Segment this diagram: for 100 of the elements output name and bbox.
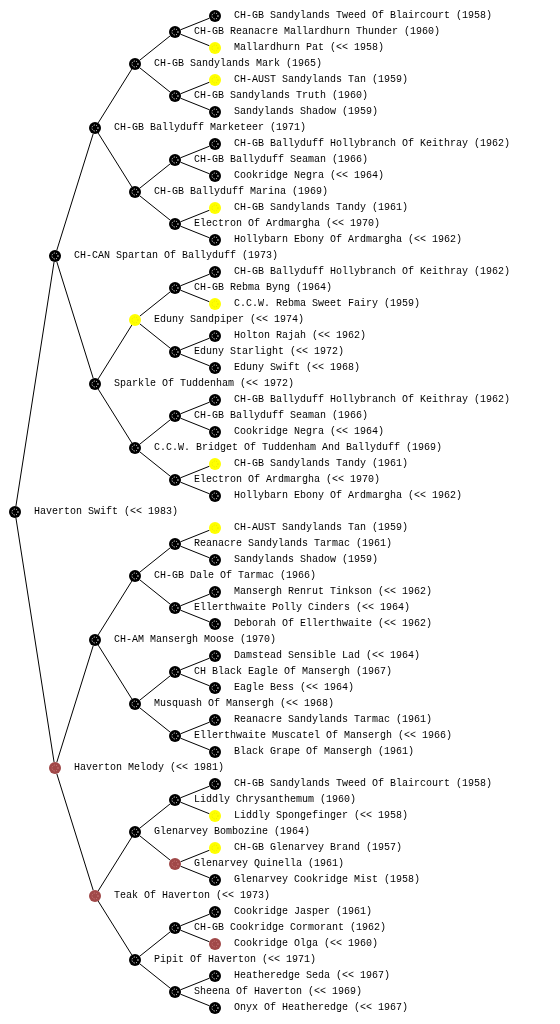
connector-line: [180, 609, 210, 623]
dog-name: CH-GB Ballyduff Hollybranch Of Keithray (1962): [234, 266, 511, 278]
dog-name: Glenarvey Bombozine (1964): [154, 826, 311, 838]
dog-name: Electron Of Ardmargha (<< 1970): [194, 218, 381, 230]
connector-line: [180, 801, 210, 815]
connector-line: [97, 388, 133, 444]
dog-name: C.C.W. Bridget Of Tuddenham And Ballyduff (1969): [154, 442, 443, 454]
dog-name: Reanacre Sandylands Tarmac (1961): [234, 714, 433, 726]
connector-line: [139, 451, 171, 477]
dog-name: Cookridge Negra (<< 1964): [234, 426, 385, 438]
dog-name: CH-GB Cookridge Cormorant (1962): [194, 922, 387, 934]
connector-line: [56, 261, 94, 379]
dog-name: CH-GB Rebma Byng (1964): [194, 282, 333, 294]
connector-line: [15, 261, 55, 507]
dog-name: CH-GB Ballyduff Hollybranch Of Keithray (1962): [234, 394, 511, 406]
connector-line: [139, 547, 171, 573]
connector-line: [180, 865, 210, 879]
connector-line: [97, 580, 133, 636]
dog-name: Electron Of Ardmargha (<< 1970): [194, 474, 381, 486]
connector-line: [97, 68, 133, 124]
dog-name: CH-GB Sandylands Tandy (1961): [234, 202, 409, 214]
dog-name: Sandylands Shadow (1959): [234, 106, 379, 118]
connector-line: [180, 481, 210, 495]
connector-line: [139, 195, 171, 221]
connector-line: [180, 401, 210, 415]
dog-name: Teak Of Haverton (<< 1973): [114, 890, 271, 902]
dog-name: CH-GB Ballyduff Marina (1969): [154, 186, 329, 198]
connector-line: [180, 993, 210, 1007]
dog-name: Ellerthwaite Muscatel Of Mansergh (<< 1966): [194, 730, 453, 742]
dog-name: C.C.W. Rebma Sweet Fairy (1959): [234, 298, 421, 310]
connector-line: [97, 132, 133, 188]
dog-name: Liddly Chrysanthemum (1960): [194, 794, 357, 806]
dog-name: Hollybarn Ebony Of Ardmargha (<< 1962): [234, 234, 463, 246]
dog-name: Sheena Of Haverton (<< 1969): [194, 986, 363, 998]
dog-name: CH-GB Ballyduff Seaman (1966): [194, 154, 369, 166]
connector-line: [180, 337, 210, 351]
dog-name: Holton Rajah (<< 1962): [234, 330, 367, 342]
dog-name: CH-GB Ballyduff Hollybranch Of Keithray (1962): [234, 138, 511, 150]
dog-name: Eduny Sandpiper (<< 1974): [154, 314, 305, 326]
connector-line: [139, 675, 171, 701]
connector-line: [97, 900, 133, 956]
connector-line: [180, 977, 210, 991]
connector-line: [97, 644, 133, 700]
dog-name: CH-GB Sandylands Truth (1960): [194, 90, 369, 102]
dog-name: Sandylands Shadow (1959): [234, 554, 379, 566]
connector-line: [180, 721, 210, 735]
connector-line: [180, 785, 210, 799]
connector-line: [180, 289, 210, 303]
dog-name: CH-CAN Spartan Of Ballyduff (1973): [74, 250, 279, 262]
dog-name: Eduny Swift (<< 1968): [234, 362, 361, 374]
connector-line: [180, 929, 210, 943]
dog-name: Deborah Of Ellerthwaite (<< 1962): [234, 618, 433, 630]
connector-line: [180, 657, 210, 671]
dog-name: CH-AUST Sandylands Tan (1959): [234, 74, 409, 86]
dog-name: Cookridge Olga (<< 1960): [234, 938, 379, 950]
dog-name: Damstead Sensible Lad (<< 1964): [234, 650, 421, 662]
dog-name: CH-GB Ballyduff Marketeer (1971): [114, 122, 307, 134]
connector-line: [180, 273, 210, 287]
dog-name: Reanacre Sandylands Tarmac (1961): [194, 538, 393, 550]
connector-line: [180, 225, 210, 239]
connector-line: [180, 465, 210, 479]
connector-line: [56, 645, 94, 763]
dog-name: Eagle Bess (<< 1964): [234, 682, 355, 694]
connector-line: [56, 773, 94, 891]
dog-name: CH Black Eagle Of Mansergh (1967): [194, 666, 393, 678]
dog-name: Hollybarn Ebony Of Ardmargha (<< 1962): [234, 490, 463, 502]
dog-name: CH-GB Dale Of Tarmac (1966): [154, 570, 317, 582]
connector-line: [139, 931, 171, 957]
dog-name: CH-GB Sandylands Tweed Of Blaircourt (1958): [234, 10, 493, 22]
connector-line: [180, 161, 210, 175]
connector-line: [139, 579, 171, 605]
connector-line: [180, 145, 210, 159]
connector-line: [97, 836, 133, 892]
dog-name: Sparkle Of Tuddenham (<< 1972): [114, 378, 295, 390]
connector-line: [180, 417, 210, 431]
dog-name: CH-AUST Sandylands Tan (1959): [234, 522, 409, 534]
connector-line: [139, 963, 171, 989]
connector-line: [180, 81, 210, 95]
connector-line: [139, 707, 171, 733]
dog-name: Cookridge Negra (<< 1964): [234, 170, 385, 182]
dog-name: Glenarvey Cookridge Mist (1958): [234, 874, 421, 886]
dog-name: Ellerthwaite Polly Cinders (<< 1964): [194, 602, 411, 614]
dog-name: Heatheredge Seda (<< 1967): [234, 970, 391, 982]
dog-name: Mansergh Renrut Tinkson (<< 1962): [234, 586, 433, 598]
dog-name: CH-GB Reanacre Mallardhurn Thunder (1960): [194, 26, 441, 38]
connector-line: [180, 673, 210, 687]
dog-name: Musquash Of Mansergh (<< 1968): [154, 698, 335, 710]
connector-line: [139, 163, 171, 189]
connector-line: [180, 209, 210, 223]
dog-name: CH-GB Sandylands Mark (1965): [154, 58, 323, 70]
dog-name: Mallardhurn Pat (<< 1958): [234, 42, 385, 54]
dog-name: Glenarvey Quinella (1961): [194, 858, 345, 870]
connector-line: [180, 97, 210, 111]
dog-name: Pipit Of Haverton (<< 1971): [154, 954, 317, 966]
dog-name: CH-GB Sandylands Tweed Of Blaircourt (1958): [234, 778, 493, 790]
connector-line: [139, 291, 171, 317]
connector-line: [180, 737, 210, 751]
connector-line: [139, 835, 171, 861]
connector-line: [139, 803, 171, 829]
dog-name: Eduny Starlight (<< 1972): [194, 346, 345, 358]
